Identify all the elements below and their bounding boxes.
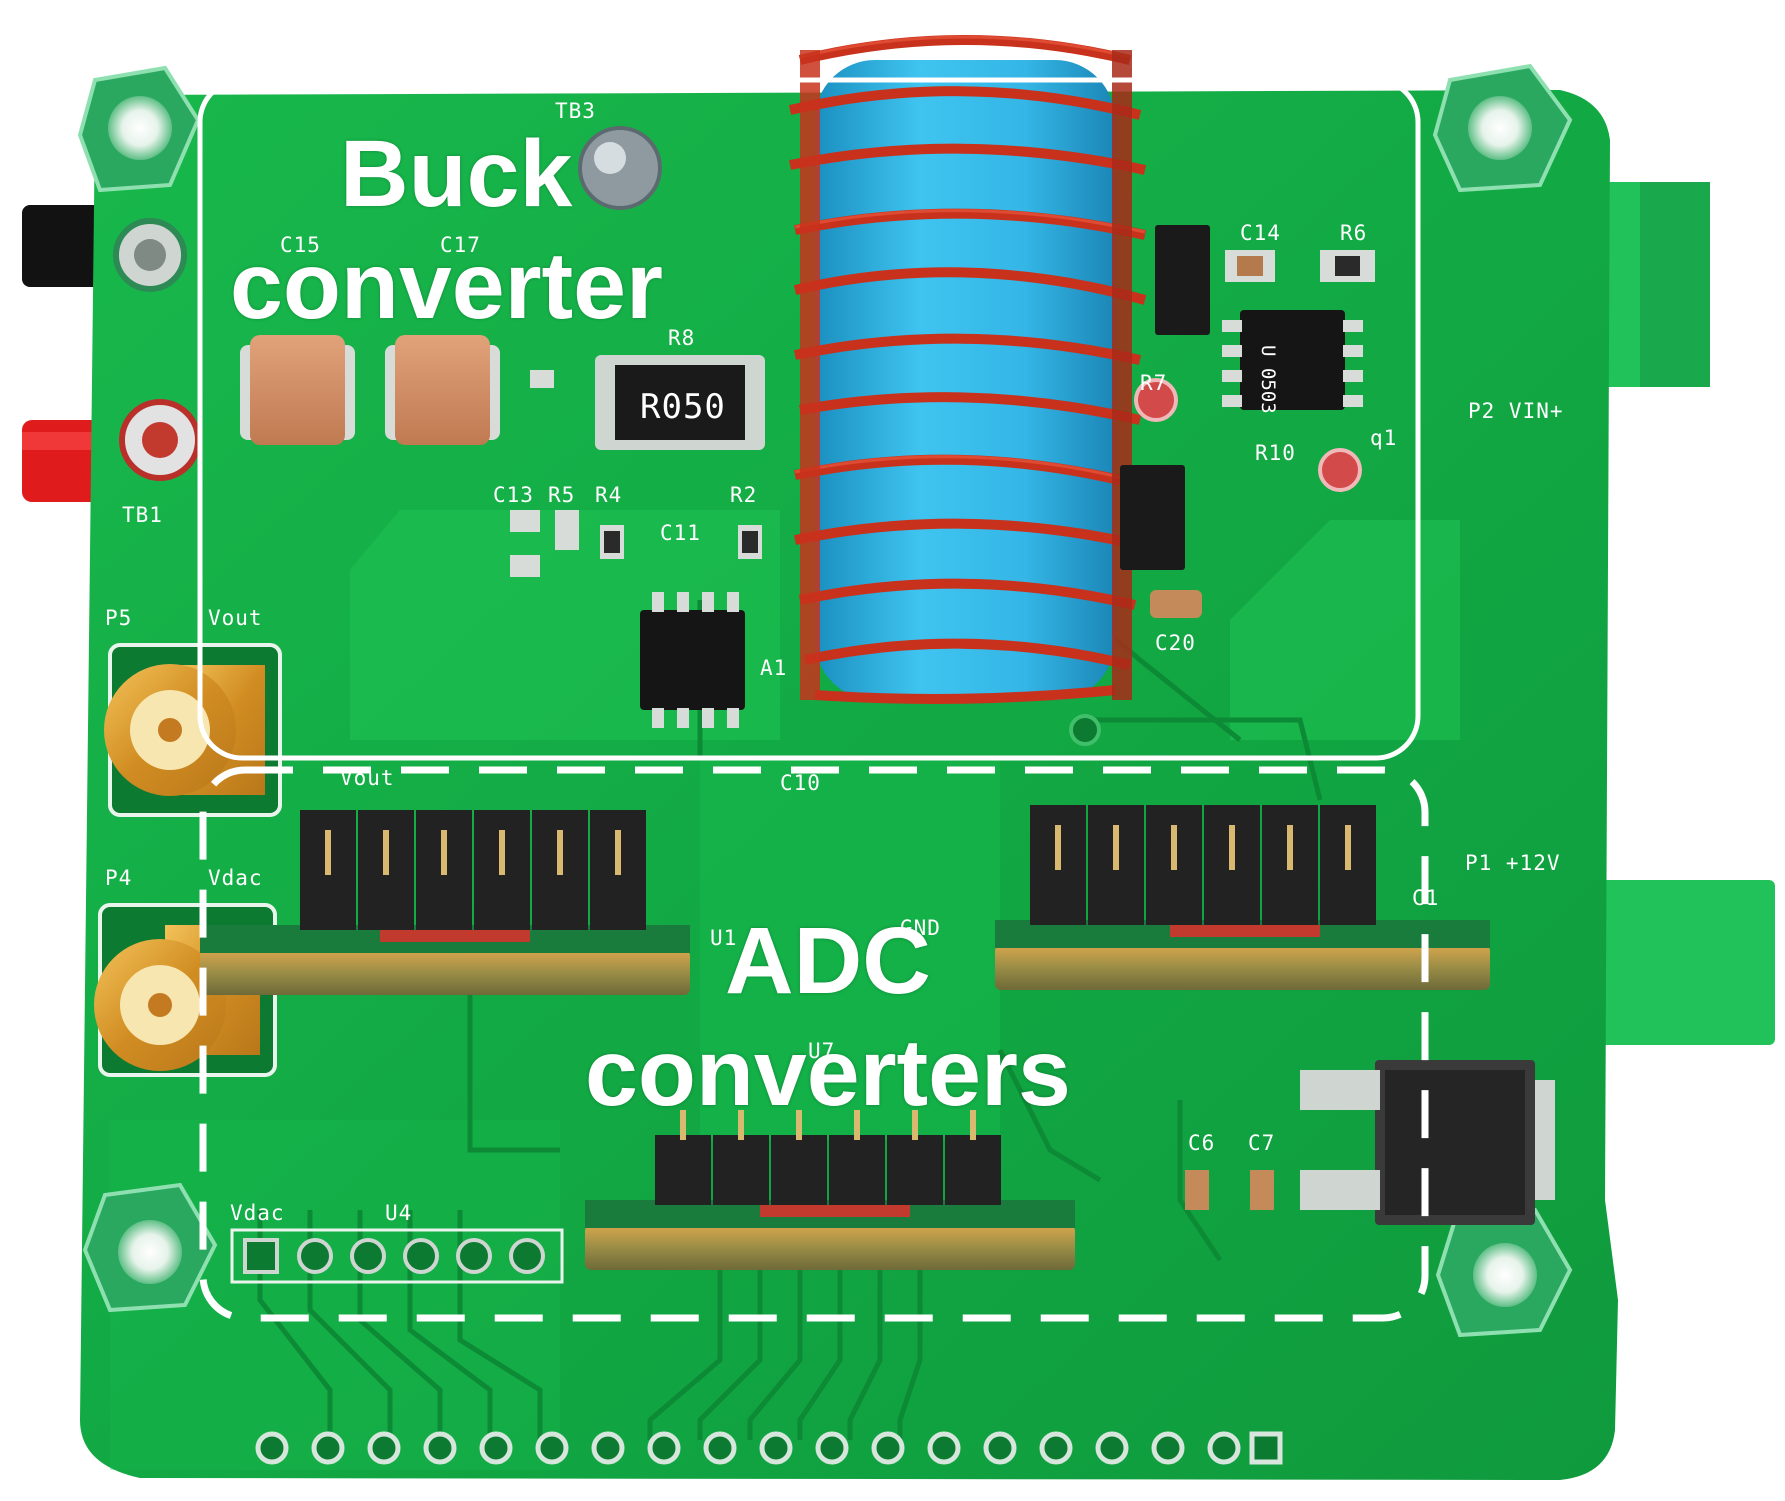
ic-a1: [640, 592, 745, 728]
silk-p5: P5: [105, 606, 132, 630]
silk-u1: U1: [710, 926, 737, 950]
silk-r10: R10: [1255, 441, 1296, 465]
silk-c17: C17: [440, 233, 481, 257]
inductor-coil: [788, 35, 1147, 704]
adc-label-line1: ADC: [724, 908, 931, 1014]
ic-driver: [1222, 310, 1363, 410]
silk-gnd: GND: [900, 916, 941, 940]
mosfet-top: [1155, 225, 1210, 335]
silk-q1: q1: [1370, 426, 1397, 450]
adc-label-line2: converters: [585, 1020, 1071, 1126]
silk-u7: U7: [808, 1039, 835, 1063]
voltage-regulator: [1300, 1060, 1555, 1225]
buck-label-line1: Buck: [340, 121, 573, 227]
silk-c10: C10: [780, 771, 821, 795]
silk-c13: C13: [493, 483, 534, 507]
copper-pours: [110, 510, 1460, 1470]
silk-vdac: Vdac: [208, 866, 263, 890]
adc-converters-label: ADC converters: [585, 905, 1071, 1129]
silk-c7: C7: [1248, 1131, 1275, 1155]
standoff-top-right: [1432, 63, 1573, 193]
silk-p4: P4: [105, 866, 132, 890]
test-post-red: [119, 399, 201, 481]
edge-pads: [255, 1431, 1283, 1465]
shunt-resistor-r8: [595, 355, 765, 450]
silk-c11: C11: [660, 521, 701, 545]
silk-r6: R6: [1340, 221, 1367, 245]
silk-c15: C15: [280, 233, 321, 257]
silk-tb3: TB3: [555, 99, 596, 123]
silk-c6: C6: [1188, 1131, 1215, 1155]
standoff-bottom-left: [82, 1182, 218, 1313]
header-u4: [230, 1228, 564, 1284]
silk-p2: P2 VIN+: [1468, 399, 1564, 423]
adc-converters-outline: [199, 766, 1429, 1322]
test-post-tb3: [578, 126, 662, 210]
silk-p1: P1 +12V: [1465, 851, 1561, 875]
sma-connector-p5: [104, 643, 282, 817]
silk-r8: R8: [668, 326, 695, 350]
silk-a1: A1: [760, 656, 787, 680]
silk-r2: R2: [730, 483, 757, 507]
silk-u4: U4: [385, 1201, 412, 1225]
buck-converter-label: Buck converter: [230, 118, 663, 342]
silk-tb1: TB1: [122, 503, 163, 527]
silk-c14: C14: [1240, 221, 1281, 245]
silk-r7: R7: [1140, 371, 1167, 395]
adc-module-right: [995, 805, 1490, 990]
capacitor-c17: [385, 335, 500, 445]
smd-parts: [510, 250, 1375, 1210]
silk-vdac-header: Vdac: [230, 1201, 285, 1225]
silk-vout: Vout: [208, 606, 263, 630]
silk-r5: R5: [548, 483, 575, 507]
adc-module-left: [200, 810, 690, 995]
silk-r4: R4: [595, 483, 622, 507]
silkscreen-labels: TB1 TB3 C15 C17 R8 R050 C14 R6 R7 R10 q1…: [105, 99, 1564, 1225]
test-post-black: [113, 218, 187, 292]
silk-resistor-value: R050: [640, 387, 726, 427]
mosfet-mid: [1120, 465, 1185, 570]
buck-label-line2: converter: [230, 233, 663, 339]
standoff-top-left: [77, 65, 201, 193]
capacitor-c15: [240, 335, 355, 445]
adc-module-bottom: [585, 1110, 1075, 1270]
buck-converter-outline: [197, 77, 1421, 761]
silk-ic-mark: U 0503: [1257, 345, 1279, 414]
silk-c20: C20: [1155, 631, 1196, 655]
